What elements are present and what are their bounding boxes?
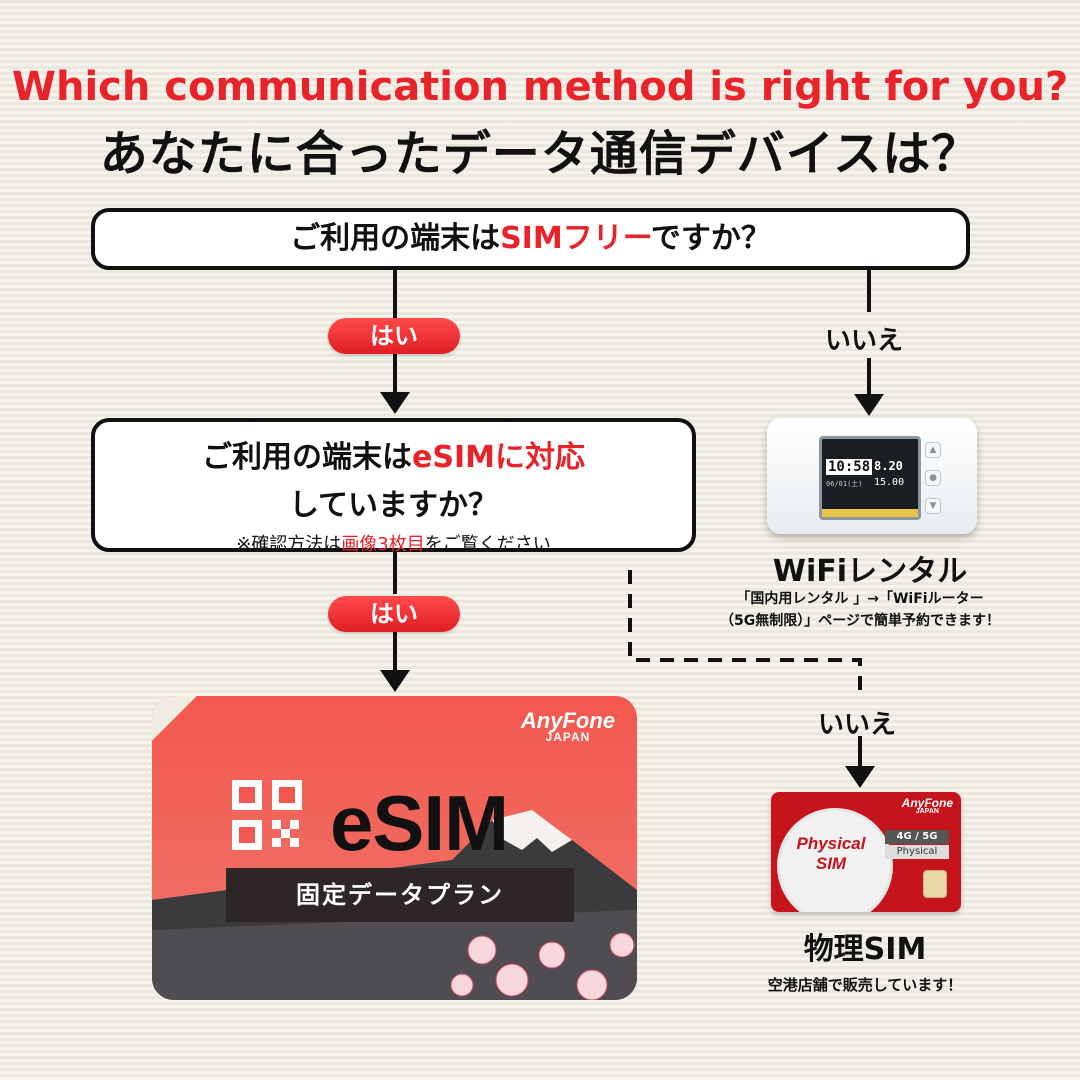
answer-yes-2: はい — [328, 596, 460, 632]
question1-post: ですか？ — [650, 221, 771, 256]
physical-sim-card-text: Physical SIM — [796, 834, 866, 873]
wifi-desc-line2: （5G無制限）」ページで簡単予約できます！ — [720, 613, 1000, 629]
connector-no2-dashed — [628, 570, 862, 700]
arrowhead-no1 — [854, 394, 884, 416]
physical-sim-card-image: Physical SIM AnyFone JAPAN 4G / 5G Physi… — [771, 792, 961, 912]
router-date: 06/01(土) — [826, 480, 863, 488]
question2-line2: していますか？ — [288, 488, 499, 523]
router-status-bar — [822, 509, 918, 517]
physical-sim-speed-tag: 4G / 5G — [885, 830, 949, 844]
title-english: Which communication method is right for … — [11, 64, 1069, 110]
physical-sim-circle — [777, 808, 893, 912]
wifi-rental-title: WiFiレンタル — [772, 554, 968, 589]
esim-main-text: eSIM — [330, 779, 509, 867]
cherry-blossoms — [450, 932, 635, 1000]
arrowhead-yes1 — [380, 392, 410, 414]
router-center-button-icon: ● — [925, 470, 941, 486]
answer-yes-1: はい — [328, 318, 460, 354]
router-time: 10:58 — [826, 459, 873, 475]
router-screen: 10:58 06/01(土) 8.20 15.00 — [819, 436, 921, 520]
answer-no-1: いいえ — [825, 326, 904, 356]
question1-pre: ご利用の端末は — [290, 221, 501, 256]
physical-sim-brand-logo: AnyFone JAPAN — [901, 796, 953, 815]
arrowhead-no2 — [845, 766, 875, 788]
router-down-button-icon: ▼ — [925, 498, 941, 514]
question-simfree: ご利用の端末はSIMフリーですか？ — [91, 208, 970, 270]
wifi-desc-line1: 「国内用レンタル 」→「WiFiルーター — [736, 591, 984, 607]
esim-plan-label: 固定データプラン — [226, 868, 574, 922]
answer-no-2: いいえ — [818, 710, 897, 740]
question2-note: ※確認方法は画像3枚目をご覧ください — [236, 534, 551, 555]
title-japanese: あなたに合ったデータ通信デバイスは？ — [99, 126, 981, 182]
physical-sim-desc: 空港店舗で販売しています！ — [767, 976, 963, 994]
wifi-router-image: 10:58 06/01(土) 8.20 15.00 ▲ ● ▼ — [767, 418, 977, 534]
esim-brand-logo: AnyFone JAPAN — [520, 708, 615, 744]
card-corner-notch — [152, 696, 200, 744]
router-data2: 15.00 — [874, 477, 905, 488]
question2-line1: ご利用の端末はeSIMに対応 — [202, 440, 585, 475]
qr-code-icon — [232, 780, 302, 850]
physical-sim-type-tag: Physical — [885, 845, 949, 859]
question-esim-support: ご利用の端末はeSIMに対応 していますか？ ※確認方法は画像3枚目をご覧くださ… — [91, 418, 696, 555]
question1-highlight: SIMフリー — [500, 221, 651, 256]
sim-chip-icon — [923, 870, 947, 898]
wifi-rental-desc: 「国内用レンタル 」→「WiFiルーター （5G無制限）」ページで簡単予約できま… — [650, 588, 1070, 632]
router-up-button-icon: ▲ — [925, 442, 941, 458]
router-data1: 8.20 — [874, 459, 903, 473]
arrowhead-yes2 — [380, 670, 410, 692]
physical-sim-title: 物理SIM — [803, 932, 927, 967]
esim-card-image: AnyFone JAPAN eSIM 固定データプラン — [152, 696, 637, 1000]
